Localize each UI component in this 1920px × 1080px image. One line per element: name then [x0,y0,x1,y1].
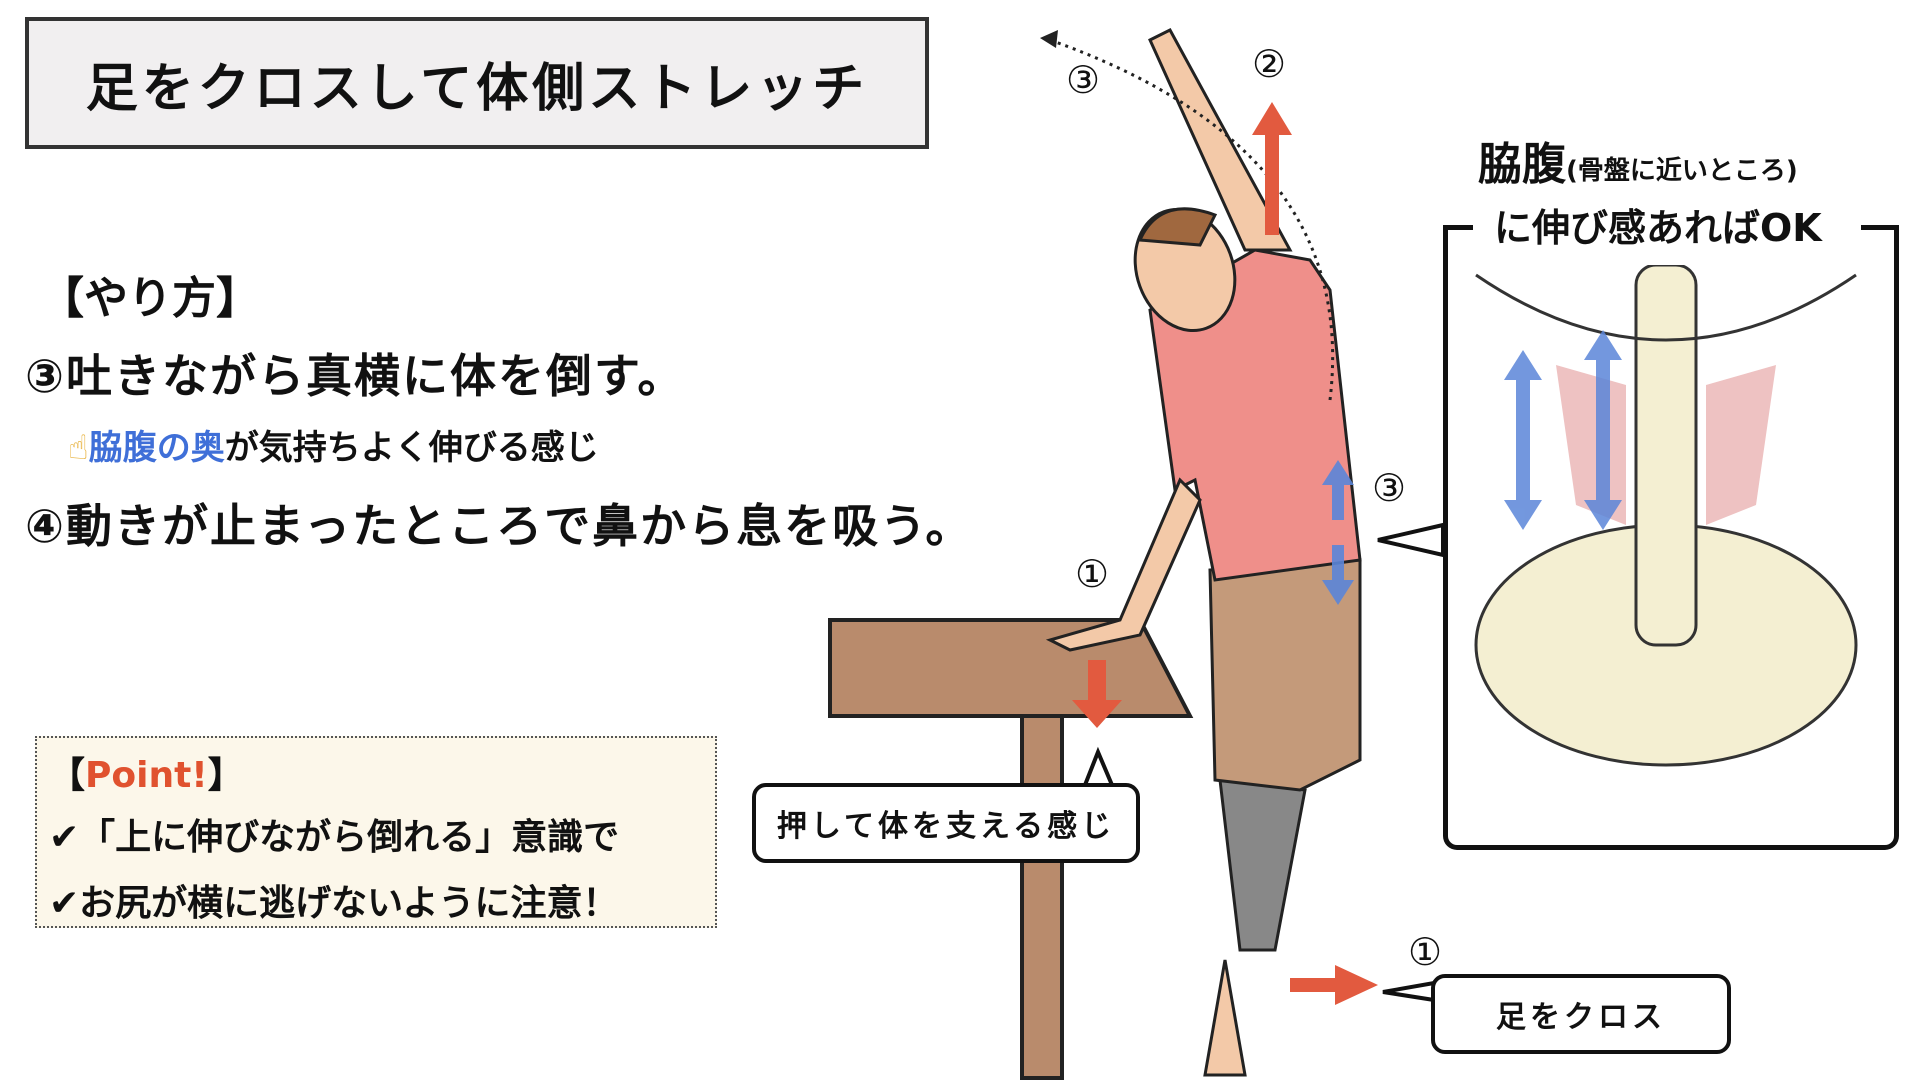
motion-arc [1049,38,1335,401]
pelvis-anatomy-image [1474,265,1858,767]
arc-arrowhead-icon [1040,30,1058,48]
point-heading: 【Point!】 [49,755,244,796]
method-heading: 【やり方】 [40,273,260,324]
tip-line: ☝脇腹の奥が気持ちよく伸びる感じ [68,420,599,469]
person [1045,28,1362,1077]
tip-text: が気持ちよく伸びる感じ [224,428,599,468]
panel-pointer [1377,522,1445,558]
step-3: ③吐きながら真横に体を倒す。 [25,349,686,403]
blue-arrows [1322,460,1354,605]
bubble-pointer [1082,746,1116,787]
point-box: 【Point!】 ✔「上に伸びながら倒れる」意識で ✔お尻が横に逃げないように注… [35,736,717,928]
red-arrows [1072,102,1378,1005]
callout-push: 押して体を支える感じ [752,783,1140,863]
anatomy-panel: に伸び感あればOK [1443,197,1899,850]
marker-2: ② [1252,42,1287,86]
callout-cross: 足をクロス [1431,974,1731,1054]
tip-highlight: 脇腹の奥 [88,428,225,468]
marker-3: ③ [1066,58,1101,102]
pointing-finger-icon: ☝ [68,428,89,468]
marker-1: ① [1408,930,1443,974]
page-title: 足をクロスして体側ストレッチ [25,17,929,149]
point-item: ✔「上に伸びながら倒れる」意識で [49,817,620,858]
bubble-pointer [1382,980,1436,1003]
panel-caption: に伸び感あればOK [1488,197,1828,252]
point-item: ✔お尻が横に逃げないように注意！ [49,883,619,924]
marker-3: ③ [1372,466,1407,510]
step-4: ④動きが止まったところで鼻から息を吸う。 [25,499,974,553]
panel-heading: 脇腹(骨盤に近いところ) [1478,139,1798,190]
marker-1: ① [1075,552,1110,596]
